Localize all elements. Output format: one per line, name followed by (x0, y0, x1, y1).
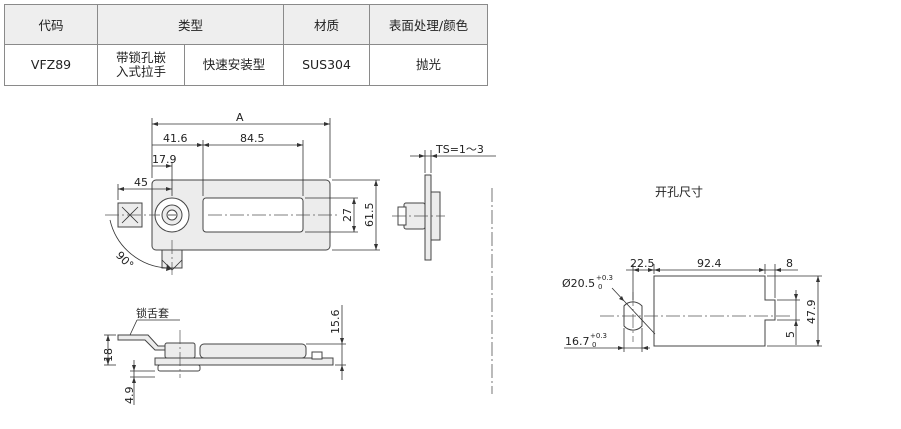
table-row: VFZ89 带锁孔嵌 入式拉手 快速安装型 SUS304 抛光 (4, 44, 489, 86)
spec-table: 代码 类型 材质 表面处理/颜色 VFZ89 带锁孔嵌 入式拉手 快速安装型 S… (4, 4, 489, 86)
header-code: 代码 (4, 4, 98, 45)
dim-16-7-tol-lower: 0 (592, 341, 596, 349)
dim-16-7-tol-upper: +0.3 (590, 332, 607, 340)
dim-4-9: 4.9 (123, 387, 136, 405)
header-type: 类型 (96, 4, 285, 45)
dim-a: A (236, 111, 244, 124)
panel-section (424, 174, 432, 261)
cell-finish: 抛光 (369, 44, 489, 86)
dim-15-6: 15.6 (329, 310, 342, 335)
cell-type-a-line1: 带锁孔嵌 (115, 50, 166, 65)
dim-5: 5 (784, 331, 797, 338)
dim-27: 27 (341, 208, 354, 222)
dim-92-4: 92.4 (697, 257, 722, 270)
hole-tol-lower: 0 (598, 283, 602, 291)
cell-type-a-line2: 入式拉手 (115, 64, 166, 79)
dim-16-7: 16.7 (565, 335, 590, 348)
cell-material: SUS304 (283, 44, 371, 86)
dim-angle-90: 90° (113, 249, 136, 272)
dim-18: 18 (102, 348, 115, 362)
dim-45: 45 (134, 176, 148, 189)
dim-47-9: 47.9 (805, 300, 818, 325)
dim-41-6: 41.6 (163, 132, 188, 145)
bottom-recess (199, 343, 307, 359)
dim-17-9: 17.9 (152, 153, 177, 166)
table-header-row: 代码 类型 材质 表面处理/颜色 (4, 4, 489, 45)
cutout-title: 开孔尺寸 (655, 185, 703, 199)
cell-type-b: 快速安装型 (183, 44, 285, 86)
bottom-view: 锁舌套 15.6 18 4.9 (102, 305, 346, 405)
side-view: TS=1～3 (392, 143, 496, 261)
cutout-rect (653, 275, 776, 347)
cell-type-a: 带锁孔嵌 入式拉手 (97, 44, 185, 86)
dim-61-5: 61.5 (363, 203, 376, 228)
cutout-view: 开孔尺寸 22.5 92.4 8 Ø20.5 +0.3 0 16.7 +0. (562, 185, 822, 352)
cell-code: VFZ89 (4, 44, 98, 86)
bottom-plate (154, 357, 334, 366)
flange (430, 191, 441, 241)
dim-8: 8 (786, 257, 793, 270)
tongue-label: 锁舌套 (136, 306, 169, 320)
hole-diameter: Ø20.5 (562, 277, 595, 290)
bottom-tongue (117, 334, 166, 351)
dim-22-5: 22.5 (630, 257, 655, 270)
hole-tol-upper: +0.3 (596, 274, 613, 282)
dim-84-5: 84.5 (240, 132, 265, 145)
header-finish: 表面处理/颜色 (369, 4, 489, 45)
front-view: 90° A 41.6 84.5 17.9 45 27 (105, 111, 380, 275)
ts-label: TS=1～3 (435, 143, 484, 156)
